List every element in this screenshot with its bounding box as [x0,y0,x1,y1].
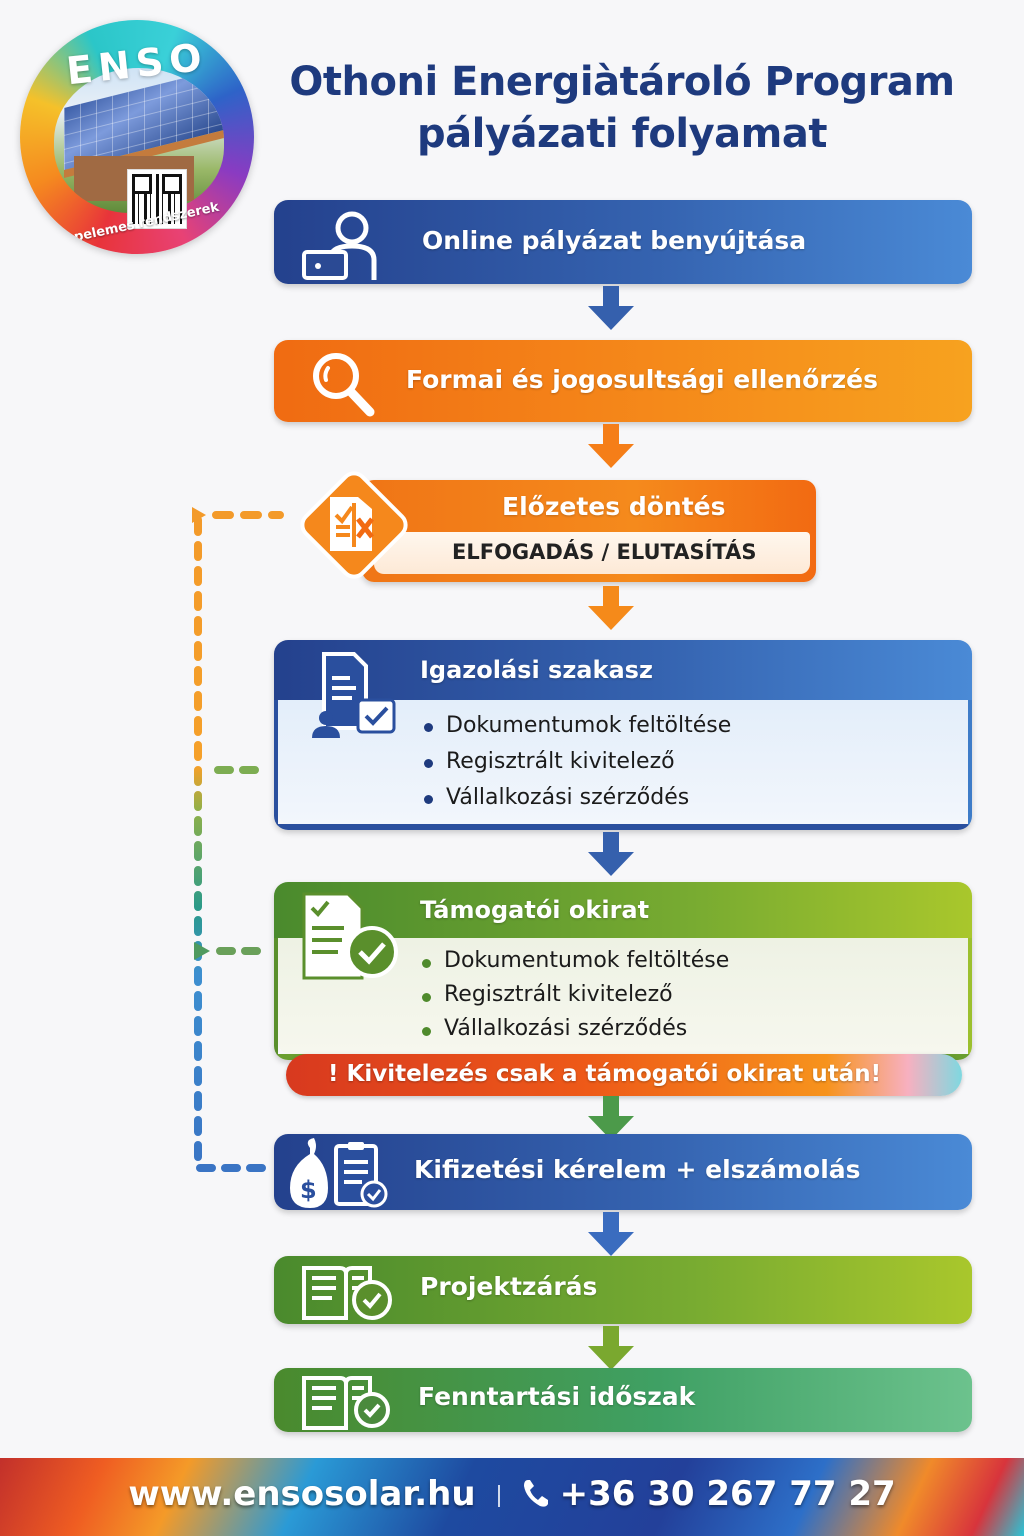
detail-title: Támogatói okirat [420,896,650,924]
magnifier-icon [304,346,384,420]
qr-code[interactable] [127,169,187,229]
step-payment-request[interactable]: $ Kifizetési kérelem + elszámolás [274,1134,972,1210]
flow-arrow [586,1326,636,1372]
phone-number[interactable]: +36 30 267 77 27 [559,1474,896,1514]
phone-icon [522,1477,550,1507]
detail-header [274,882,972,938]
step-project-closure[interactable]: Projektzárás [274,1256,972,1324]
decision-diamond [292,463,416,587]
website-link[interactable]: www.ensosolar.hu [128,1474,476,1514]
flow-arrow [586,424,636,470]
list-item: Regisztrált kivitelező [422,744,731,780]
footer-divider [497,1484,500,1507]
detail-header [274,640,972,700]
decision-outcome: ELFOGADÁS / ELUTASÍTÁS [452,540,757,564]
book-check-icon [300,1260,396,1322]
step-label: Formai és jogosultsági ellenőrzés [406,365,878,394]
footer-contact: www.ensosolar.hu +36 30 267 77 27 [0,1474,1024,1514]
list-item: Dokumentumok feltöltése [420,944,729,978]
flow-arrow [586,286,636,332]
warning-banner: ! Kivitelezés csak a támogatói okirat ut… [286,1054,962,1096]
document-user-check-icon [312,648,404,740]
step-online-submission[interactable]: Online pályázat benyújtása [274,200,972,284]
warning-text: ! Kivitelezés csak a támogatói okirat ut… [328,1061,882,1087]
list-item: Vállalkozási szérződés [420,1012,729,1046]
list-item: Regisztrált kivitelező [420,978,729,1012]
flow-arrow [586,586,636,632]
step-maintenance-period[interactable]: Fenntartási időszak [274,1368,972,1432]
step-preliminary-decision[interactable]: Előzetes döntés ELFOGADÁS / ELUTASÍTÁS [362,480,816,582]
list-item: Vállalkozási szérződés [422,780,731,816]
footer-banner: www.ensosolar.hu +36 30 267 77 27 [0,1458,1024,1536]
document-check-x-icon [330,497,374,551]
flow-arrow [586,1212,636,1258]
list-item: Dokumentumok feltöltése [422,708,731,744]
detail-title: Igazolási szakasz [420,656,653,684]
step-label: Fenntartási időszak [418,1382,696,1411]
enso-logo: ENSO Napelemes rendszerek [20,20,254,254]
step-grant-document[interactable]: Támogatói okirat Dokumentumok feltöltése… [274,882,972,1060]
requirements-list: Dokumentumok feltöltése Regisztrált kivi… [420,944,729,1046]
svg-text:$: $ [300,1176,317,1204]
step-verification-phase[interactable]: Igazolási szakasz Dokumentumok feltöltés… [274,640,972,830]
step-formal-check[interactable]: Formai és jogosultsági ellenőrzés [274,340,972,422]
person-laptop-icon [300,208,388,282]
page-title: Othoni Energiàtároló Program pályázati f… [262,56,982,160]
arrowhead-tamogatoi [194,942,210,960]
step-label: Kifizetési kérelem + elszámolás [414,1155,861,1184]
book-check-icon [300,1370,396,1432]
arrowhead-decision [192,507,206,523]
title-line-1: Othoni Energiàtároló Program [289,59,955,105]
decision-outcome-panel: ELFOGADÁS / ELUTASÍTÁS [374,532,810,574]
requirements-list: Dokumentumok feltöltése Regisztrált kivi… [422,708,731,816]
document-check-circle-icon [298,890,402,982]
flow-arrow [586,832,636,878]
feedback-dashed-connector [192,507,284,1172]
step-label: Projektzárás [420,1272,598,1301]
decision-title: Előzetes döntés [502,492,726,521]
title-line-2: pályázati folyamat [417,111,827,157]
step-label: Online pályázat benyújtása [422,226,807,255]
flow-arrow [586,1096,636,1142]
money-bag-clipboard-icon: $ [284,1138,394,1210]
